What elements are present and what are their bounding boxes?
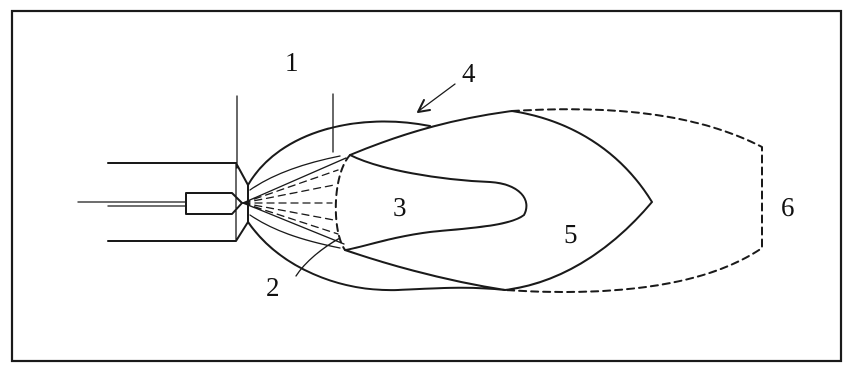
zone-4-envelope-lower [247,221,506,292]
zone-label-5: 5 [564,219,578,249]
zone-3-front [334,154,351,251]
spray-lines [242,155,347,249]
arrowhead-4 [417,99,431,113]
zone-5-flame [344,110,653,291]
diagram-frame [10,9,843,363]
zone-label-4: 4 [462,58,476,88]
zone-label-2: 2 [266,272,280,302]
zone-4-envelope [247,120,431,186]
zone-label-6: 6 [781,192,795,222]
nozzle [77,162,249,242]
leader-4 [419,83,456,111]
zone-3-core [344,154,528,251]
zone-label-1: 1 [285,47,299,77]
leader-2 [295,237,341,277]
zone-label-3: 3 [393,192,407,222]
zone-6-boundary [504,108,763,293]
